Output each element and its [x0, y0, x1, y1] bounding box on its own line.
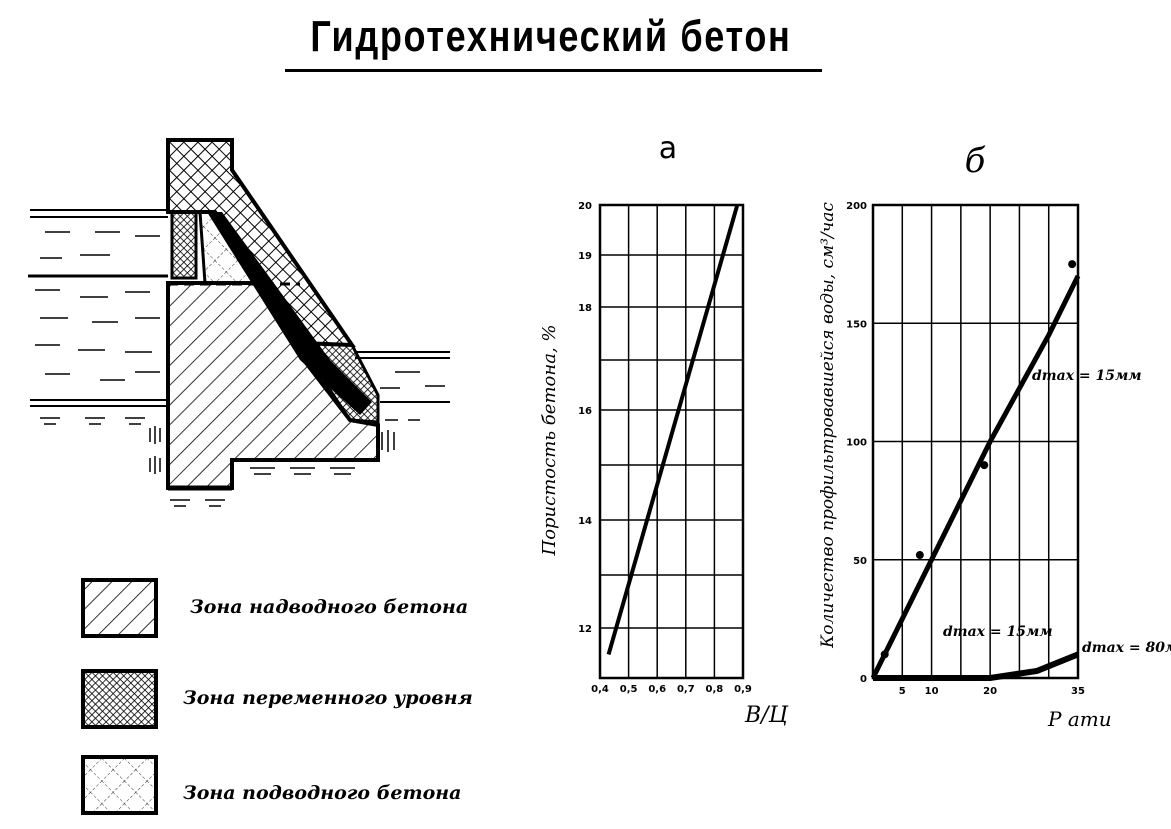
chart-a-x-tick: 0,9 [734, 684, 752, 695]
chart-a-y-label: Пористость бетона, % [539, 325, 560, 557]
legend-swatch-variable-level [81, 669, 158, 729]
chart-b-series-line-1 [870, 274, 1081, 680]
chart-a-x-label: В/Ц [744, 703, 789, 728]
chart-a-x-tick: 0,4 [591, 684, 609, 695]
chart-b-x-label: Р ати [1047, 707, 1112, 731]
legend-swatch-above-water [81, 578, 158, 638]
chart-a-y-tick: 16 [578, 406, 592, 417]
chart-a-x-tick: 0,5 [620, 684, 638, 695]
chart-b-x-tick: 20 [983, 686, 997, 697]
chart-b-y-tick: 100 [846, 438, 867, 449]
chart-b-x-tick: 5 [899, 686, 906, 697]
legend-label-variable-level: Зона переменного уровня [183, 687, 473, 709]
chart-b-y-tick: 50 [853, 556, 867, 567]
chart-b-series-line-2 [873, 651, 1080, 681]
legend-label-above-water: Зона надводного бетона [190, 596, 469, 618]
legend-swatch-underwater [81, 755, 158, 815]
chart-b-annotation: dmax = 15мм [943, 624, 1053, 640]
chart-b-y-tick: 150 [846, 319, 867, 330]
chart-b-annotation: dmax = 80мм [1082, 640, 1171, 656]
chart-b-x-tick: 35 [1071, 686, 1085, 697]
chart-b-data-point [1068, 260, 1077, 269]
title-underline [285, 69, 822, 72]
chart-a-panel-label: а [659, 131, 677, 166]
chart-a-y-tick: 19 [578, 251, 592, 262]
chart-a-y-tick: 18 [578, 303, 592, 314]
chart-a-series-line [606, 204, 740, 655]
chart-a-y-tick: 12 [578, 624, 592, 635]
chart-b-y-label: Количество профильтровавшейся воды, см³/… [818, 202, 838, 649]
chart-a-x-tick: 0,6 [648, 684, 666, 695]
page-title: Гидротехнический бетон [310, 12, 792, 61]
legend [81, 578, 158, 815]
chart-b: 0 50 100 150 200 5 10 20 35 dmax = 15мм dmax = 15м… [818, 141, 1171, 731]
downstream-water [250, 351, 450, 475]
chart-b-annotation: dmax = 15мм [1032, 368, 1142, 384]
chart-a-frame [598, 203, 745, 680]
chart-b-y-tick: 200 [846, 201, 867, 212]
chart-a-x-tick: 0,7 [677, 684, 695, 695]
chart-a: 0,4 0,5 0,6 0,7 0,8 0,9 12 14 16 18 19 20 аВ/Ц Порист… [539, 131, 789, 728]
upstream-water [28, 209, 225, 507]
chart-b-data-point [915, 551, 924, 560]
chart-a-y-tick: 14 [578, 516, 592, 527]
legend-label-underwater: Зона подводного бетона [183, 782, 462, 804]
chart-b-panel-label: б [965, 141, 986, 181]
chart-a-y-tick: 20 [578, 201, 592, 212]
dam-section [28, 138, 450, 507]
chart-b-data-point [980, 461, 989, 470]
chart-b-y-tick: 0 [860, 674, 867, 685]
chart-b-data-point [880, 650, 889, 659]
chart-b-x-tick: 10 [925, 686, 939, 697]
chart-a-x-tick: 0,8 [706, 684, 724, 695]
